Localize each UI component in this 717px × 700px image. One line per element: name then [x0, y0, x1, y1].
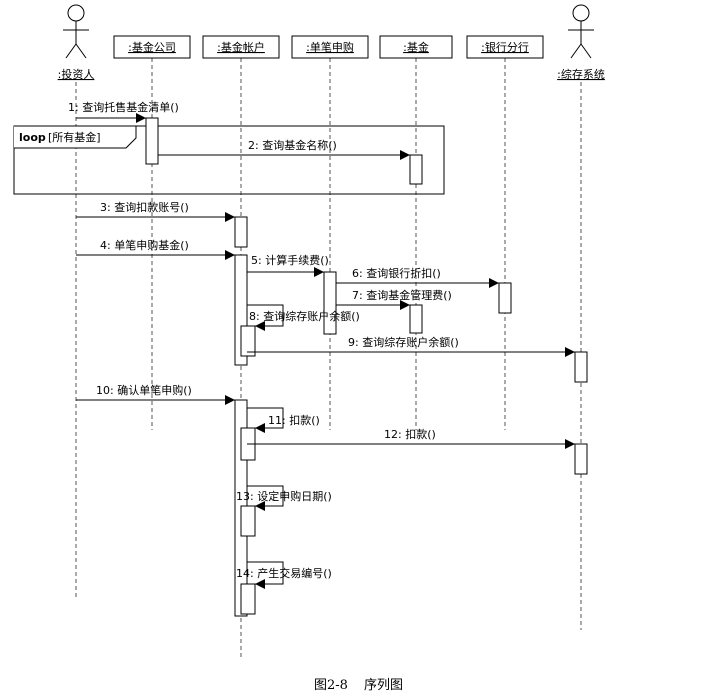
figure-caption: 图2-8 序列图 [0, 674, 717, 693]
message-4-label: 4: 单笔申购基金() [100, 238, 189, 252]
object-bank: :银行分行 [466, 35, 544, 59]
activation-fund-1 [409, 154, 423, 185]
object-account: :基金帐户 [202, 35, 280, 59]
message-13-label: 13: 设定申购日期() [236, 489, 332, 503]
messages [76, 113, 575, 589]
activation-purchase [323, 271, 337, 335]
object-fund-label: :基金 [403, 40, 429, 54]
message-9-label: 9: 查询综存账户余额() [348, 335, 459, 349]
message-5-label: 5: 计算手续费() [251, 253, 329, 267]
actor-system-label: :综存系统 [557, 67, 605, 81]
message-1-label: 1: 查询托售基金清单() [68, 100, 179, 114]
loop-guard: [所有基金] [48, 130, 101, 144]
activation-account-3c [240, 505, 256, 537]
object-purchase-label: :单笔申购 [306, 40, 354, 54]
loop-fragment: loop [所有基金] [13, 125, 445, 195]
message-2-label: 2: 查询基金名称() [248, 138, 337, 152]
actor-system [568, 4, 594, 59]
object-company: :基金公司 [113, 35, 191, 59]
activation-fund-2 [409, 304, 423, 334]
activations [145, 117, 588, 617]
activation-account-2b [240, 325, 256, 357]
message-6-label: 6: 查询银行折扣() [352, 266, 441, 280]
object-bank-label: :银行分行 [481, 40, 529, 54]
loop-keyword: loop [19, 131, 46, 144]
message-10-label: 10: 确认单笔申购() [96, 383, 192, 397]
message-labels: 1: 查询托售基金清单() 2: 查询基金名称() 3: 查询扣款账号() 4:… [68, 100, 459, 580]
activation-account-3d [240, 583, 256, 615]
object-purchase: :单笔申购 [291, 35, 369, 59]
message-8-label: 8: 查询综存账户余额() [249, 309, 360, 323]
figure-number: 图2-8 [313, 678, 348, 693]
message-12-label: 12: 扣款() [384, 427, 436, 441]
activation-system-1 [574, 351, 588, 383]
message-3-label: 3: 查询扣款账号() [100, 200, 189, 214]
object-fund: :基金 [379, 35, 453, 59]
actor-investor [63, 4, 89, 59]
object-account-label: :基金帐户 [217, 40, 265, 54]
figure-title: 序列图 [364, 678, 404, 693]
message-7-label: 7: 查询基金管理费() [352, 288, 452, 302]
message-14-arrow [247, 561, 284, 589]
actor-investor-label: :投资人 [58, 67, 95, 81]
object-company-label: :基金公司 [128, 40, 176, 54]
message-11-arrow [247, 407, 284, 433]
message-11-label: 11: 扣款() [268, 413, 320, 427]
activation-system-2 [574, 443, 588, 475]
activation-account-1 [234, 216, 248, 248]
message-8-arrow [247, 304, 284, 331]
message-13-arrow [247, 485, 284, 511]
activation-bank [498, 282, 512, 314]
message-14-label: 14: 产生交易编号() [236, 566, 332, 580]
activation-company [145, 117, 159, 165]
